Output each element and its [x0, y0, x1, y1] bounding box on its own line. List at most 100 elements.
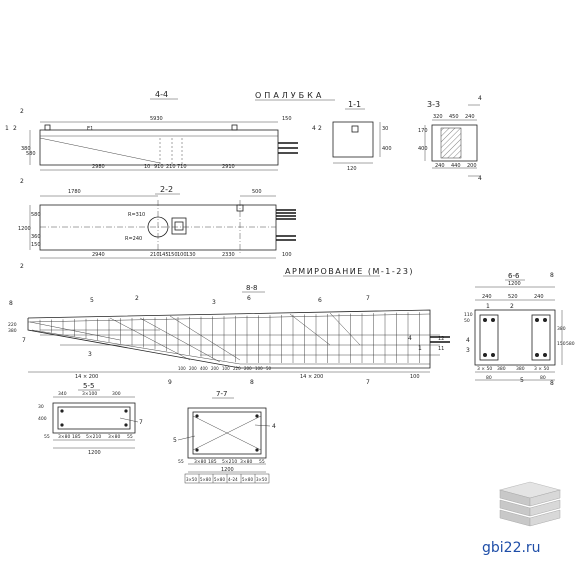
svg-text:110: 110: [464, 312, 473, 318]
svg-text:200: 200: [467, 163, 477, 169]
svg-text:150: 150: [282, 116, 292, 122]
svg-text:12: 12: [438, 336, 444, 342]
svg-text:4: 4: [478, 95, 482, 102]
svg-text:240: 240: [534, 294, 544, 300]
svg-text:4: 4: [408, 335, 412, 342]
svg-text:380: 380: [21, 146, 31, 152]
svg-text:400: 400: [38, 416, 47, 422]
svg-text:6: 6: [247, 295, 251, 302]
section-5-5-label: 5-5: [83, 382, 94, 390]
svg-text:320: 320: [433, 114, 443, 120]
svg-text:7: 7: [366, 379, 370, 386]
svg-text:R=240: R=240: [125, 236, 142, 242]
svg-text:100: 100: [177, 252, 187, 258]
svg-text:1: 1: [5, 125, 9, 132]
dimension-label: 400: [200, 366, 208, 371]
svg-text:2: 2: [13, 125, 17, 132]
section-7-7-outline: [187, 407, 267, 459]
svg-text:4: 4: [312, 125, 316, 132]
opening-circle: [147, 216, 169, 238]
svg-text:30: 30: [38, 404, 44, 410]
svg-text:100: 100: [282, 252, 292, 258]
svg-text:4: 4: [478, 175, 482, 182]
svg-text:380: 380: [557, 326, 566, 332]
svg-text:380: 380: [516, 366, 525, 372]
svg-text:240: 240: [435, 163, 445, 169]
svg-text:2: 2: [135, 295, 139, 302]
svg-text:4: 4: [272, 423, 276, 430]
svg-text:3×80: 3×80: [108, 434, 120, 440]
svg-text:120: 120: [347, 166, 357, 172]
section-3-3: 3-3 4 320 450 240 170 400 240 440 200 4: [418, 95, 482, 182]
svg-text:5: 5: [90, 297, 94, 304]
svg-text:1200: 1200: [221, 467, 234, 473]
svg-text:8: 8: [250, 379, 254, 386]
opening-square: [171, 217, 187, 235]
reinforcement-elevation: 8-8 5 2 3 6 6 7 4 1 12 11 3 7: [8, 284, 450, 386]
svg-text:4: 4: [466, 337, 470, 344]
section-3-3-label: 3-3: [427, 100, 440, 109]
section-4-4: 4-4 5930 150 Е1 380 580 2980 10 910 210 …: [5, 90, 322, 171]
section-6-6-label: 6-6: [508, 272, 520, 280]
svg-text:100: 100: [410, 374, 420, 380]
section-1-1-outline: [332, 121, 374, 158]
section-5-5: 5-5 340 3×100 300 30 400 55 3×80 185 5×2…: [38, 382, 143, 456]
watermark-text: gbi22.ru: [482, 540, 541, 556]
svg-text:380: 380: [8, 328, 17, 334]
svg-text:145: 145: [159, 252, 169, 258]
svg-text:2330: 2330: [222, 252, 235, 258]
svg-text:5×210: 5×210: [222, 459, 237, 465]
svg-text:3×100: 3×100: [82, 391, 97, 397]
svg-text:150: 150: [168, 252, 178, 258]
svg-text:3×80: 3×80: [240, 459, 252, 465]
svg-text:80: 80: [486, 375, 492, 381]
svg-text:400: 400: [418, 146, 428, 152]
section-6-6-outline: [474, 309, 556, 366]
svg-text:14 × 200: 14 × 200: [300, 374, 323, 380]
svg-text:170: 170: [418, 128, 428, 134]
svg-text:185: 185: [208, 459, 217, 465]
svg-text:2: 2: [20, 108, 24, 115]
svg-text:8: 8: [9, 300, 13, 307]
section-2-2-label: 2-2: [160, 185, 173, 194]
table-cell: 4–24: [228, 477, 238, 482]
svg-text:500: 500: [252, 189, 262, 195]
svg-text:185: 185: [72, 434, 81, 440]
section-6-6: 6-6 8 1200 240 520 240 110 50 380 150 58…: [464, 272, 575, 387]
section-7-7: 7-7 4 5 55 3×80 185 5×210 3×80 55 1200 3…: [173, 390, 276, 484]
svg-text:6: 6: [318, 297, 322, 304]
svg-text:300: 300: [112, 391, 121, 397]
svg-text:360: 360: [31, 234, 41, 240]
svg-text:130: 130: [186, 252, 196, 258]
svg-text:14 × 200: 14 × 200: [75, 374, 98, 380]
table-cell: 3×50: [256, 477, 267, 482]
svg-text:380: 380: [497, 366, 506, 372]
svg-text:220: 220: [8, 322, 17, 328]
svg-text:1780: 1780: [68, 189, 81, 195]
svg-text:210: 210: [150, 252, 160, 258]
svg-text:5930: 5930: [150, 116, 163, 122]
svg-text:80: 80: [540, 375, 546, 381]
svg-text:7: 7: [22, 337, 26, 344]
dimension-label: 200: [211, 366, 219, 371]
svg-text:2: 2: [20, 178, 24, 185]
site-logo: [498, 481, 562, 527]
svg-text:50: 50: [464, 318, 470, 324]
dimension-label: 100: [178, 366, 186, 371]
svg-text:240: 240: [482, 294, 492, 300]
svg-text:55: 55: [178, 459, 184, 465]
dimension-label: 100: [222, 366, 230, 371]
svg-text:240: 240: [465, 114, 475, 120]
section-1-1: 1-1 120 400 30: [332, 100, 392, 172]
svg-text:55: 55: [44, 434, 50, 440]
reinforcement-outline: [27, 309, 431, 369]
svg-text:2940: 2940: [92, 252, 105, 258]
svg-text:1200: 1200: [88, 450, 101, 456]
svg-text:150: 150: [557, 341, 566, 347]
svg-text:Е1: Е1: [87, 126, 93, 132]
title-reinforcement: АРМИРОВАНИЕ (М-1-23): [285, 267, 414, 276]
stirrups-group: [39, 312, 420, 363]
section-5-5-outline: [52, 402, 136, 434]
svg-text:400: 400: [382, 146, 392, 152]
dimension-label: 200: [189, 366, 197, 371]
